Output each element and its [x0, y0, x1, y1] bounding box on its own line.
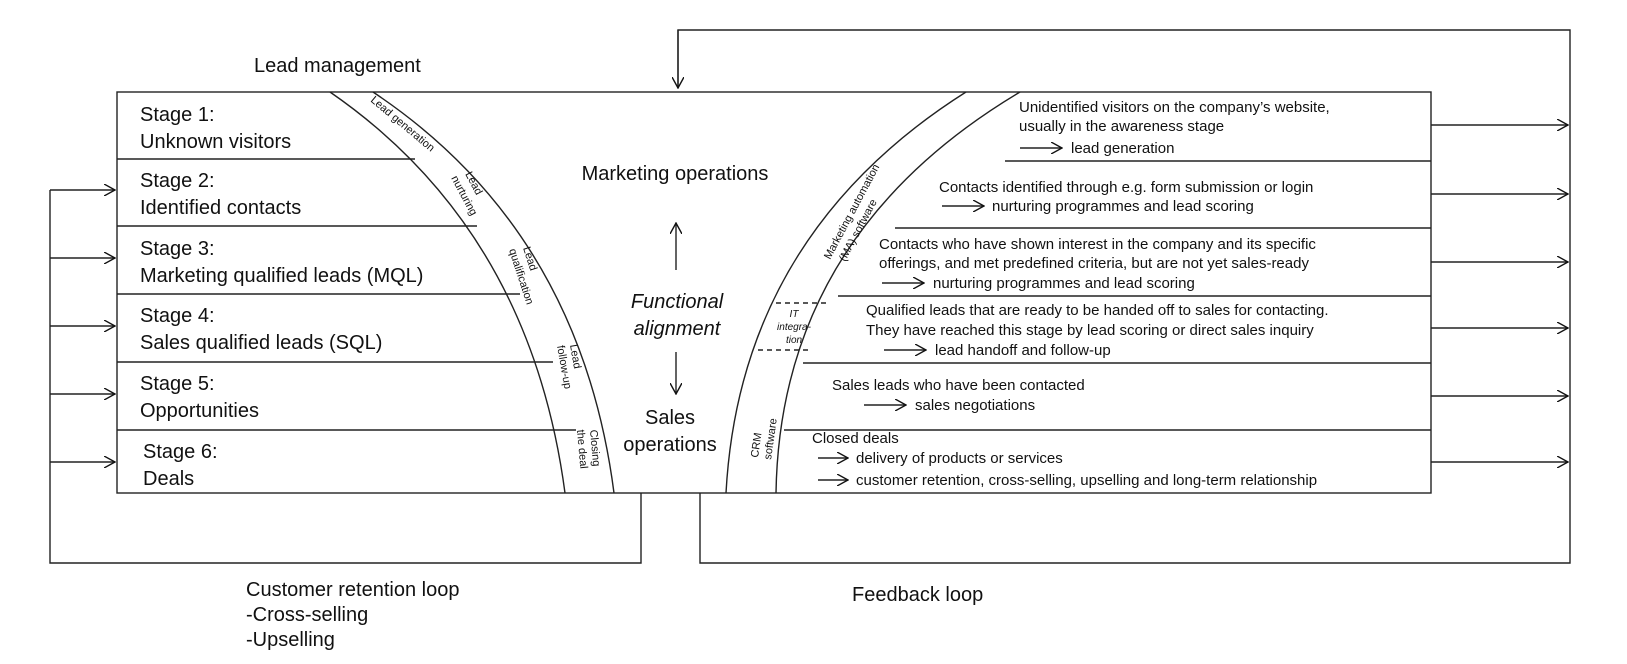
functional-alignment-label: Functional [631, 291, 724, 313]
lead-generation-label: Lead generation [368, 94, 437, 154]
stage-number: Stage 3: [140, 238, 215, 260]
diagram-title: Lead management [254, 55, 421, 77]
stage-label: Opportunities [140, 400, 259, 422]
left-band-inner-curve [372, 91, 615, 494]
feedback-loop-label: Feedback loop [852, 584, 983, 606]
crm-software-label: software [762, 418, 780, 461]
description-text: Sales leads who have been contacted [832, 377, 1085, 394]
stage-number: Stage 5: [140, 373, 215, 395]
description-text: They have reached this stage by lead sco… [866, 322, 1314, 339]
description-arrow-text: lead generation [1071, 140, 1174, 157]
stage-label: Deals [143, 468, 194, 490]
stage-descriptions: Unidentified visitors on the company’s w… [812, 99, 1330, 489]
right-band-inner-curve [775, 91, 1021, 494]
stage-label: Sales qualified leads (SQL) [140, 332, 382, 354]
stage-number: Stage 6: [143, 441, 218, 463]
description-arrow-text: nurturing programmes and lead scoring [933, 275, 1195, 292]
funnel-frame [116, 91, 1432, 494]
stage-label: Identified contacts [140, 197, 301, 219]
stage-label: Unknown visitors [140, 131, 291, 153]
it-integration-label: integra- [777, 322, 812, 333]
cross-selling-label: -Cross-selling [246, 604, 368, 626]
description-text: offerings, and met predefined criteria, … [879, 255, 1309, 272]
description-arrow-text: nurturing programmes and lead scoring [992, 198, 1254, 215]
closing-the-deal-label: Closing [587, 429, 602, 467]
closing-the-deal-label: the deal [574, 429, 589, 469]
sales-operations-label: operations [623, 434, 716, 456]
description-arrow-text: customer retention, cross-selling, upsel… [856, 472, 1317, 489]
description-arrow-text: lead handoff and follow-up [935, 342, 1111, 359]
customer-retention-loop-label: Customer retention loop [246, 579, 459, 601]
description-arrow-text: delivery of products or services [856, 450, 1063, 467]
stage-number: Stage 4: [140, 305, 215, 327]
description-text: usually in the awareness stage [1019, 118, 1224, 135]
upselling-label: -Upselling [246, 629, 335, 651]
crm-software-label: CRM [749, 432, 764, 458]
description-text: Qualified leads that are ready to be han… [866, 302, 1329, 319]
marketing-operations-label: Marketing operations [582, 163, 769, 185]
left-band-outer-curve [329, 91, 566, 494]
description-text: Contacts who have shown interest in the … [879, 236, 1316, 253]
description-text: Contacts identified through e.g. form su… [939, 179, 1313, 196]
sales-operations-label: Sales [645, 407, 695, 429]
it-integration-label: tion [786, 335, 803, 346]
description-text: Unidentified visitors on the company’s w… [1019, 99, 1330, 116]
stage-number: Stage 1: [140, 104, 215, 126]
functional-alignment-label: alignment [634, 318, 722, 340]
right-band-outer-curve [725, 91, 967, 494]
stage-number: Stage 2: [140, 170, 215, 192]
description-arrow-text: sales negotiations [915, 397, 1035, 414]
stage-list: Stage 1: Unknown visitors Stage 2: Ident… [140, 104, 423, 490]
lead-follow-up-label: Lead [567, 343, 583, 369]
it-integration-label: IT [790, 309, 800, 320]
stage-label: Marketing qualified leads (MQL) [140, 265, 423, 287]
description-text: Closed deals [812, 430, 899, 447]
customer-retention-loop-line [49, 190, 642, 564]
